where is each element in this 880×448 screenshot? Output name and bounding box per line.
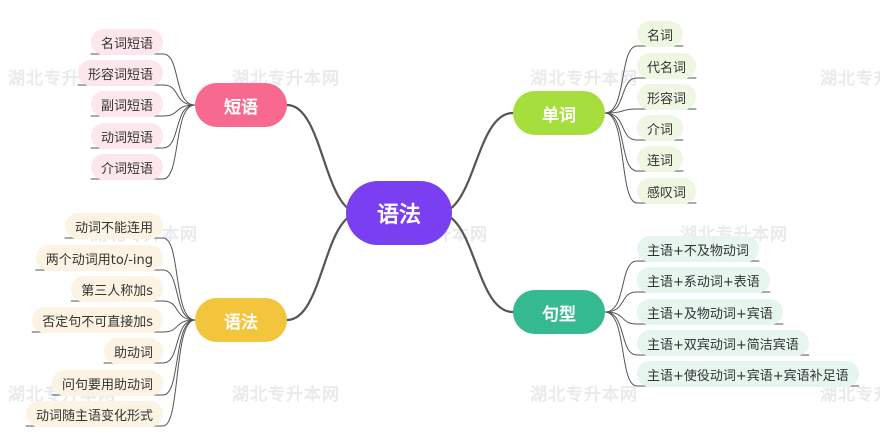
leaf-grammar: 否定句不可直接加s [32, 307, 163, 333]
root-branch-connector [285, 211, 362, 322]
leaf-sentence: 主语+使役动词+宾语+宾语补足语 [637, 361, 859, 387]
branch-leaf-connector [162, 319, 196, 364]
leaf-grammar: 动词不能连用 [64, 213, 163, 239]
leaf-words: 代名词 [637, 53, 697, 79]
watermark-text: 湖北专升本网 [820, 69, 880, 89]
leaf-sentence: 主语+双宾动词+简洁宾语 [637, 330, 809, 356]
branch-leaf-connector [604, 112, 638, 141]
watermark-text: 湖北专升本网 [530, 69, 638, 89]
branch-leaf-connector [604, 45, 638, 114]
leaf-phrases: 动词短语 [90, 123, 163, 149]
leaf-grammar: 两个动词用to/-ing [35, 245, 163, 271]
leaf-sentence: 主语+不及物动词 [637, 236, 759, 262]
branch-leaf-connector [162, 300, 196, 321]
leaf-grammar: 第三人称加s [71, 276, 163, 302]
root-branch-connector [436, 211, 515, 314]
branch-node-words: 单词 [513, 91, 605, 135]
leaf-words: 连词 [637, 146, 684, 172]
leaf-sentence: 主语+及物动词+宾语 [637, 299, 783, 325]
branch-leaf-connector [162, 84, 196, 106]
branch-leaf-connector [604, 77, 638, 114]
leaf-grammar: 动词随主语变化形式 [25, 401, 163, 427]
branch-leaf-connector [162, 269, 196, 321]
branch-leaf-connector [162, 53, 196, 106]
leaf-phrases: 副词短语 [90, 91, 163, 117]
leaf-words: 感叹词 [637, 178, 697, 204]
root-node: 语法 [346, 181, 452, 245]
branch-leaf-connector [162, 237, 196, 321]
branch-leaf-connector [162, 104, 196, 180]
leaf-grammar: 助动词 [103, 338, 163, 364]
leaf-words: 介词 [637, 115, 684, 141]
branch-leaf-connector [604, 311, 638, 387]
branch-leaf-connector [604, 108, 638, 114]
leaf-words: 名词 [637, 21, 684, 47]
branch-node-grammar: 语法 [195, 298, 287, 342]
branch-leaf-connector [604, 260, 638, 313]
branch-leaf-connector [604, 112, 638, 172]
branch-leaf-connector [162, 104, 196, 149]
root-branch-connector [436, 111, 515, 215]
leaf-grammar: 问句要用助动词 [51, 370, 163, 396]
branch-leaf-connector [604, 311, 638, 356]
leaf-words: 形容词 [637, 84, 697, 110]
leaf-sentence: 主语+系动词+表语 [637, 267, 770, 293]
branch-node-phrases: 短语 [195, 83, 287, 127]
leaf-phrases: 名词短语 [90, 29, 163, 55]
branch-leaf-connector [162, 319, 196, 427]
watermark-text: 湖北专升本网 [530, 385, 638, 405]
leaf-phrases: 介词短语 [90, 154, 163, 180]
branch-node-sentence: 句型 [513, 290, 605, 334]
watermark-text: 湖北专升本网 [820, 385, 880, 405]
branch-leaf-connector [604, 112, 638, 204]
branch-leaf-connector [604, 291, 638, 313]
leaf-phrases: 形容词短语 [77, 60, 163, 86]
watermark-text: 湖北专升本网 [232, 385, 340, 405]
